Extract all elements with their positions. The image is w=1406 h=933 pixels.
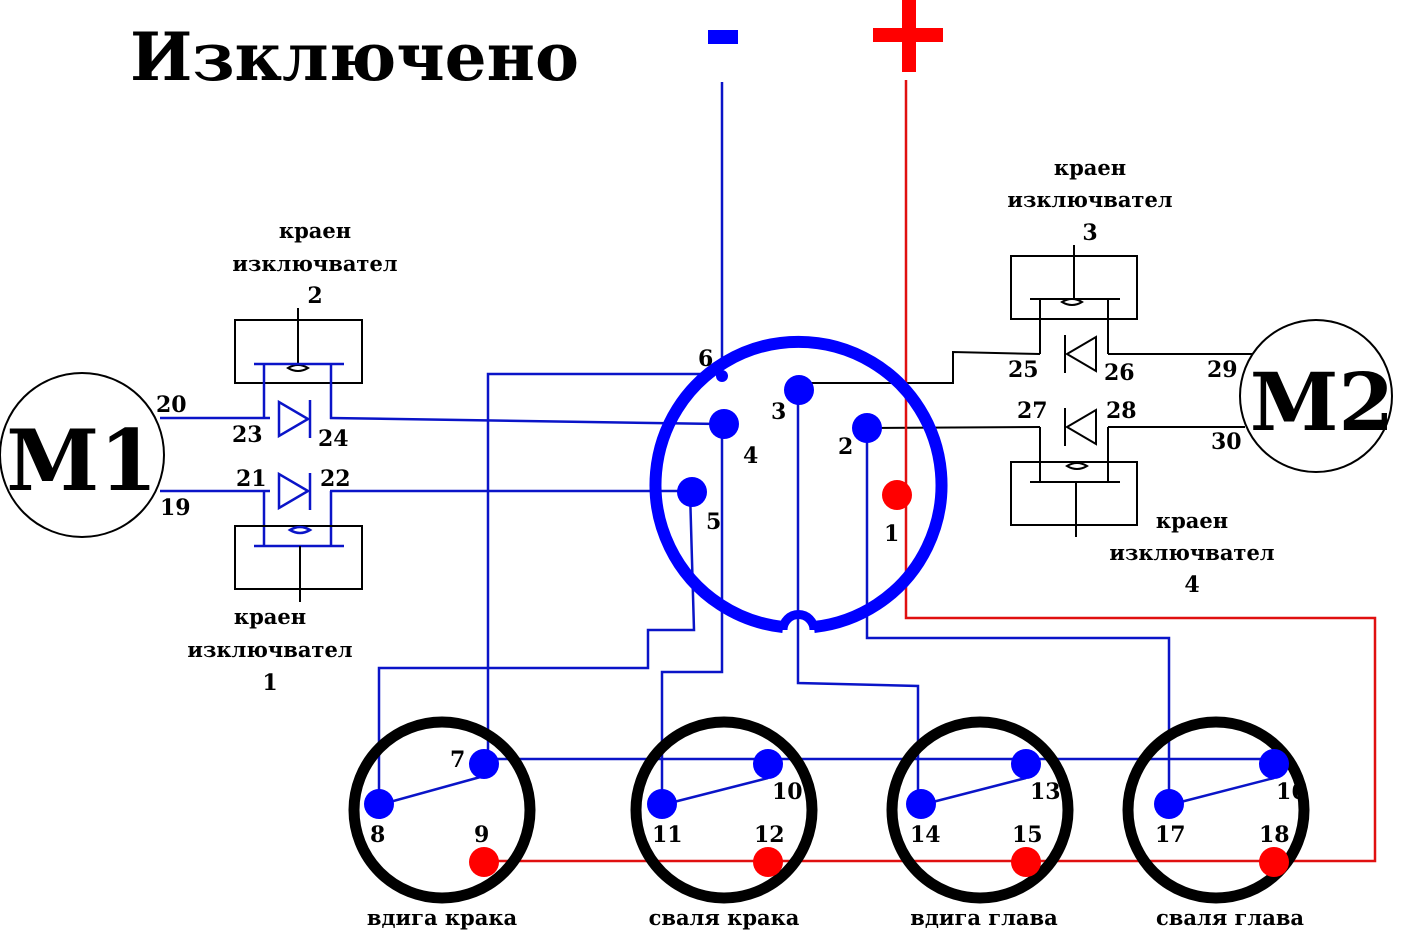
plus-symbol-icon bbox=[873, 0, 943, 72]
connector-pin-5 bbox=[677, 477, 707, 507]
wire-pin5 bbox=[377, 490, 696, 805]
ls4-line1: краен bbox=[1156, 508, 1228, 533]
m1-label: M1 bbox=[6, 411, 157, 510]
main-connector: 6 3 4 2 5 1 bbox=[649, 335, 948, 633]
limit-switch-1: 21 22 краен изключвател 1 bbox=[187, 466, 363, 696]
pin-label-6: 6 bbox=[698, 346, 713, 372]
ls1-line1: краен bbox=[234, 604, 306, 629]
ls2-line2: изключвател bbox=[232, 251, 397, 276]
terminal-27: 27 bbox=[1017, 398, 1048, 424]
ls2-line1: краен bbox=[279, 218, 351, 243]
spring-icon bbox=[287, 525, 313, 535]
pin-label-14: 14 bbox=[910, 822, 941, 848]
wire-pin2 bbox=[865, 428, 1171, 805]
button-label: сваля крака bbox=[649, 905, 800, 930]
terminal-28: 28 bbox=[1106, 398, 1137, 424]
terminal-23: 23 bbox=[232, 422, 263, 448]
m1-wires bbox=[160, 416, 721, 493]
wire-pin4 bbox=[660, 424, 724, 805]
ls3-number: 3 bbox=[1082, 220, 1097, 246]
diode-icon bbox=[1064, 335, 1097, 373]
terminal-21: 21 bbox=[236, 466, 267, 492]
limit-switch-2: краен изключвател 2 23 24 bbox=[232, 218, 398, 452]
pin-label-9: 9 bbox=[474, 822, 489, 848]
connector-pin-3 bbox=[784, 375, 814, 405]
diode-icon bbox=[277, 471, 312, 511]
button-label: вдига крака bbox=[367, 905, 518, 930]
ls4-number: 4 bbox=[1184, 572, 1199, 598]
terminal-25: 25 bbox=[1008, 357, 1039, 383]
button-vdiga-glava[interactable]: 13 14 15 вдига глава bbox=[886, 716, 1074, 930]
terminal-20: 20 bbox=[156, 392, 187, 418]
pin-label-16: 16 bbox=[1276, 779, 1307, 805]
spring-icon bbox=[1065, 462, 1089, 470]
minus-symbol-icon bbox=[708, 30, 738, 44]
wire-pin3 bbox=[796, 390, 920, 805]
terminal-24: 24 bbox=[318, 426, 349, 452]
ls4-line2: изключвател bbox=[1109, 540, 1274, 565]
ls3-line1: краен bbox=[1054, 155, 1126, 180]
diagram-title: Изключено bbox=[130, 18, 579, 96]
pin-label-11: 11 bbox=[652, 822, 683, 848]
pin-label-5: 5 bbox=[706, 509, 721, 535]
ls1-number: 1 bbox=[262, 670, 277, 696]
limit-switch-4: 27 28 краен изключвател 4 bbox=[1010, 398, 1275, 598]
pin-label-15: 15 bbox=[1012, 822, 1043, 848]
pin-label-17: 17 bbox=[1155, 822, 1186, 848]
pin-label-10: 10 bbox=[772, 779, 803, 805]
pin-label-13: 13 bbox=[1030, 779, 1061, 805]
spring-icon bbox=[286, 364, 310, 372]
m2-label: M2 bbox=[1250, 355, 1394, 449]
button-svalya-glava[interactable]: 16 17 18 сваля глава bbox=[1122, 716, 1310, 930]
button-label: сваля глава bbox=[1156, 905, 1304, 930]
pin-label-8: 8 bbox=[370, 822, 385, 848]
terminal-19: 19 bbox=[160, 495, 191, 521]
m2-wires bbox=[798, 350, 1252, 429]
button-vdiga-kraka[interactable]: 7 8 9 вдига крака bbox=[348, 716, 536, 930]
button-svalya-kraka[interactable]: 10 11 12 сваля крака bbox=[630, 716, 818, 930]
pin-label-1: 1 bbox=[884, 521, 899, 547]
pin-label-2: 2 bbox=[838, 434, 853, 460]
connector-pin-1 bbox=[882, 480, 912, 510]
terminal-26: 26 bbox=[1104, 360, 1135, 386]
ls3-line2: изключвател bbox=[1007, 187, 1172, 212]
motor-m1: M1 20 19 bbox=[0, 372, 191, 538]
connector-pin-2 bbox=[852, 413, 882, 443]
connector-pin-4 bbox=[709, 409, 739, 439]
pin-label-3: 3 bbox=[771, 399, 786, 425]
ls1-line2: изключвател bbox=[187, 637, 352, 662]
pin-label-4: 4 bbox=[743, 443, 758, 469]
pin-label-12: 12 bbox=[754, 822, 785, 848]
positive-wires bbox=[484, 80, 1377, 863]
terminal-30: 30 bbox=[1211, 429, 1242, 455]
diode-icon bbox=[1064, 408, 1097, 446]
diode-icon bbox=[277, 399, 312, 439]
pin-label-18: 18 bbox=[1259, 822, 1290, 848]
terminal-29: 29 bbox=[1207, 357, 1238, 383]
limit-switch-3: краен изключвател 3 25 26 bbox=[1007, 155, 1172, 386]
ls2-number: 2 bbox=[307, 283, 322, 309]
pin-label-7: 7 bbox=[450, 747, 465, 773]
button-label: вдига глава bbox=[910, 905, 1058, 930]
motor-m2: M2 29 30 bbox=[1207, 319, 1394, 473]
terminal-22: 22 bbox=[320, 466, 351, 492]
